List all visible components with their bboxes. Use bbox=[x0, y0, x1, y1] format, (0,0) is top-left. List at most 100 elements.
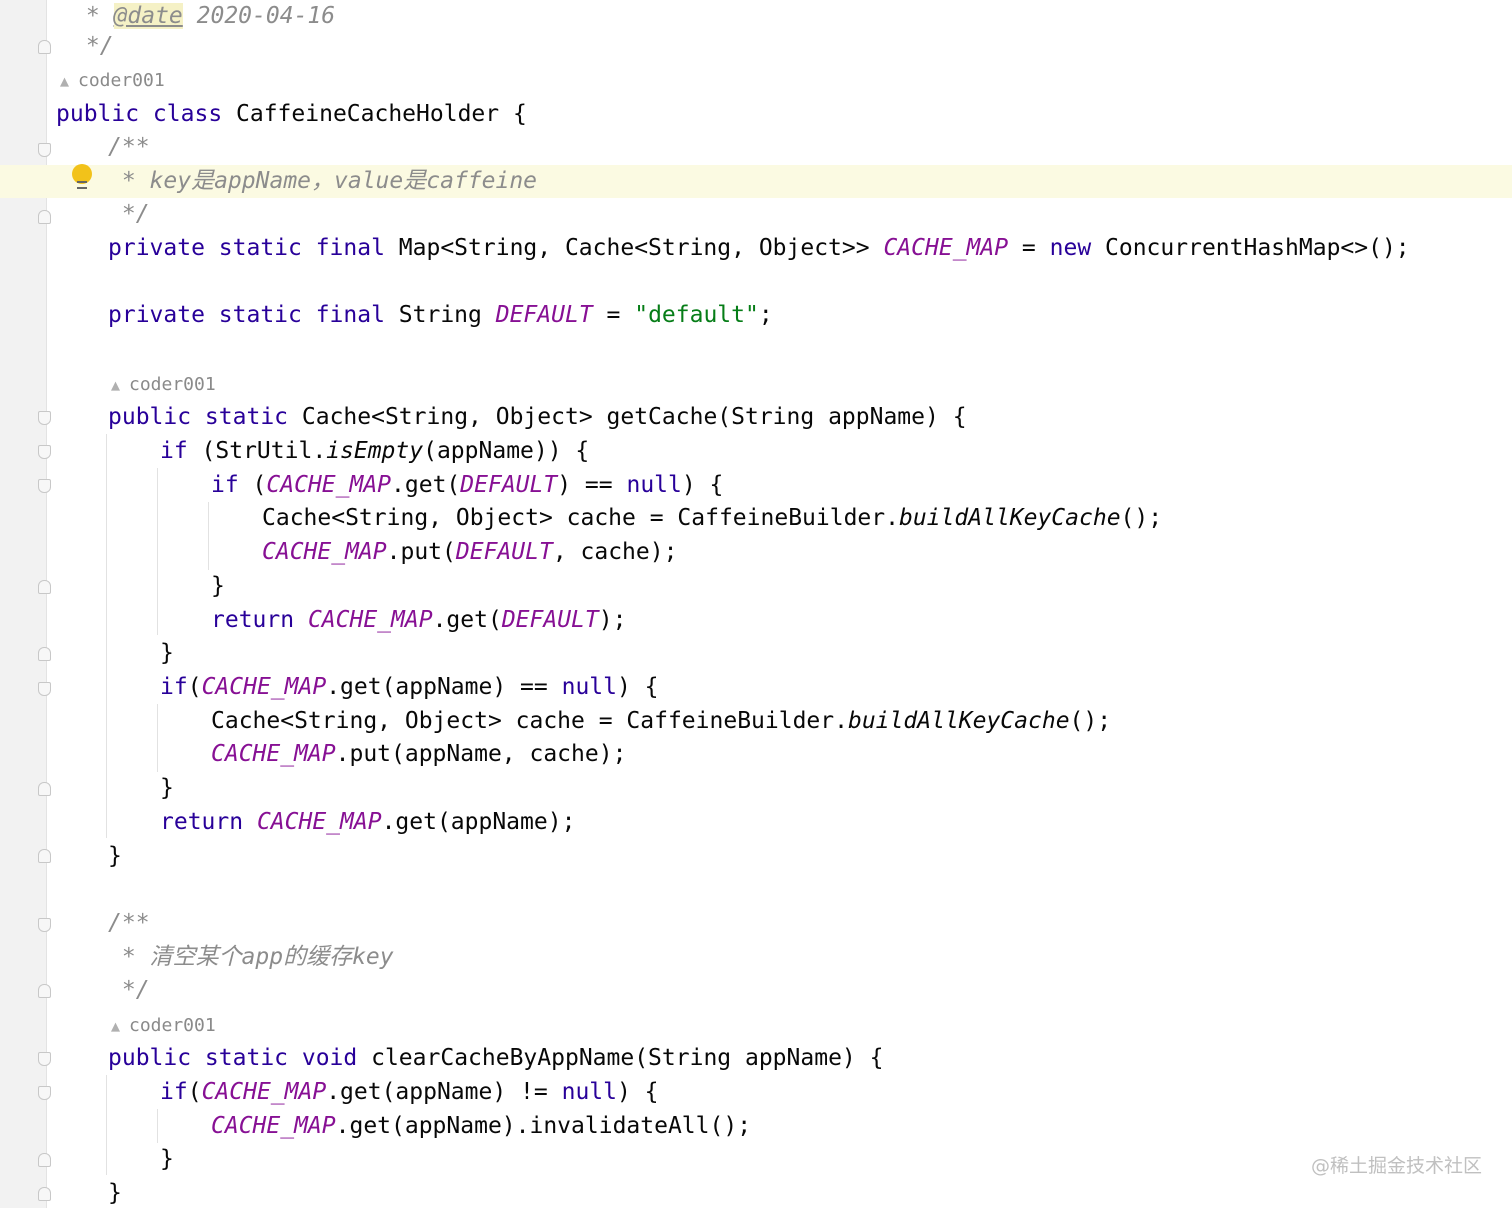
code-token: ConcurrentHashMap<>(); bbox=[1105, 235, 1410, 261]
code-token: */ bbox=[72, 33, 114, 59]
fold-collapse-icon[interactable] bbox=[38, 782, 51, 796]
fold-expand-icon[interactable] bbox=[38, 445, 51, 459]
code-token: isEmpty bbox=[326, 438, 424, 464]
code-token: null bbox=[561, 674, 617, 700]
code-token: Cache<String, Object> getCache(String ap… bbox=[301, 404, 967, 430]
code-token: buildAllKeyCache bbox=[898, 505, 1121, 531]
code-token: = bbox=[1008, 235, 1050, 261]
code-token: .get( bbox=[432, 607, 502, 633]
code-line[interactable]: public class CaffeineCacheHolder { bbox=[0, 98, 1512, 131]
code-line[interactable]: } bbox=[0, 637, 1512, 670]
fold-expand-icon[interactable] bbox=[38, 1052, 51, 1066]
fold-expand-icon[interactable] bbox=[38, 682, 51, 696]
code-token: 2020-04-16 bbox=[182, 3, 336, 29]
code-line[interactable]: CACHE_MAP.put(DEFAULT, cache); bbox=[0, 536, 1512, 569]
code-line[interactable]: private static final String DEFAULT = "d… bbox=[0, 299, 1512, 332]
code-line[interactable] bbox=[0, 366, 1512, 399]
code-line[interactable]: */ bbox=[0, 198, 1512, 231]
code-line[interactable]: * 清空某个app的缓存key bbox=[0, 941, 1512, 974]
code-token: if bbox=[160, 438, 202, 464]
fold-collapse-icon[interactable] bbox=[38, 40, 51, 54]
fold-collapse-icon[interactable] bbox=[38, 580, 51, 594]
code-token: null bbox=[561, 1079, 617, 1105]
editor-gutter bbox=[0, 0, 47, 1208]
author-inlay-hint[interactable]: ▲coder001 bbox=[111, 368, 216, 402]
code-line[interactable] bbox=[0, 873, 1512, 906]
code-line[interactable]: } bbox=[0, 1177, 1512, 1210]
code-line[interactable]: /** bbox=[0, 131, 1512, 164]
code-line[interactable] bbox=[0, 1008, 1512, 1041]
code-token: public static void bbox=[108, 1045, 372, 1071]
fold-collapse-icon[interactable] bbox=[38, 647, 51, 661]
fold-expand-icon[interactable] bbox=[38, 918, 51, 932]
code-token: private static final bbox=[108, 302, 399, 328]
code-token: Cache<String, Object> cache = CaffeineBu… bbox=[211, 708, 848, 734]
code-line[interactable]: public static void clearCacheByAppName(S… bbox=[0, 1042, 1512, 1075]
code-line[interactable]: } bbox=[0, 840, 1512, 873]
code-line[interactable]: CACHE_MAP.get(appName).invalidateAll(); bbox=[0, 1110, 1512, 1143]
code-token: private static final bbox=[108, 235, 399, 261]
code-line[interactable]: if(CACHE_MAP.get(appName) == null) { bbox=[0, 671, 1512, 704]
author-name: coder001 bbox=[78, 70, 165, 91]
fold-collapse-icon[interactable] bbox=[38, 849, 51, 863]
fold-expand-icon[interactable] bbox=[38, 1086, 51, 1100]
code-token: CACHE_MAP bbox=[211, 741, 336, 767]
indent-guide bbox=[208, 502, 209, 570]
code-token: null bbox=[626, 472, 682, 498]
indent-guide bbox=[157, 1109, 158, 1143]
code-token: (StrUtil. bbox=[201, 438, 327, 464]
fold-expand-icon[interactable] bbox=[38, 411, 51, 425]
code-token: @date bbox=[113, 3, 183, 29]
code-line[interactable]: CACHE_MAP.put(appName, cache); bbox=[0, 738, 1512, 771]
code-line[interactable]: Cache<String, Object> cache = CaffeineBu… bbox=[0, 705, 1512, 738]
fold-collapse-icon[interactable] bbox=[38, 984, 51, 998]
lightbulb-icon[interactable] bbox=[72, 164, 92, 190]
code-line[interactable] bbox=[0, 265, 1512, 298]
fold-collapse-icon[interactable] bbox=[38, 210, 51, 224]
code-token: "default" bbox=[634, 302, 759, 328]
fold-collapse-icon[interactable] bbox=[38, 1187, 51, 1201]
code-line[interactable]: } bbox=[0, 570, 1512, 603]
code-line[interactable]: private static final Map<String, Cache<S… bbox=[0, 232, 1512, 265]
code-token: (); bbox=[1069, 708, 1112, 734]
code-token: CACHE_MAP bbox=[883, 235, 1009, 261]
code-token: if bbox=[160, 674, 188, 700]
code-line[interactable] bbox=[0, 333, 1512, 366]
author-inlay-hint[interactable]: ▲coder001 bbox=[60, 64, 165, 98]
code-token: CACHE_MAP bbox=[201, 1079, 327, 1105]
code-token: ); bbox=[598, 607, 627, 633]
code-token: /** bbox=[108, 134, 150, 160]
code-token: } bbox=[160, 640, 174, 666]
fold-expand-icon[interactable] bbox=[38, 143, 51, 157]
code-line[interactable]: } bbox=[0, 1143, 1512, 1176]
code-line[interactable]: return CACHE_MAP.get(DEFAULT); bbox=[0, 604, 1512, 637]
code-line[interactable]: */ bbox=[0, 30, 1512, 63]
indent-guide bbox=[157, 468, 158, 635]
author-inlay-hint[interactable]: ▲coder001 bbox=[111, 1009, 216, 1043]
code-line[interactable]: if (CACHE_MAP.get(DEFAULT) == null) { bbox=[0, 469, 1512, 502]
code-token: * 清空某个app的缓存key bbox=[108, 944, 394, 970]
code-line[interactable]: } bbox=[0, 772, 1512, 805]
code-token: } bbox=[160, 775, 174, 801]
code-token: CACHE_MAP bbox=[201, 674, 327, 700]
code-line[interactable]: Cache<String, Object> cache = CaffeineBu… bbox=[0, 502, 1512, 535]
code-line[interactable]: public static Cache<String, Object> getC… bbox=[0, 401, 1512, 434]
code-line[interactable]: /** bbox=[0, 907, 1512, 940]
code-line[interactable]: if(CACHE_MAP.get(appName) != null) { bbox=[0, 1076, 1512, 1109]
fold-expand-icon[interactable] bbox=[38, 479, 51, 493]
code-token: /** bbox=[108, 910, 150, 936]
code-line[interactable]: return CACHE_MAP.get(appName); bbox=[0, 806, 1512, 839]
watermark: @稀土掘金技术社区 bbox=[1310, 1155, 1482, 1177]
code-line[interactable]: if (StrUtil.isEmpty(appName)) { bbox=[0, 435, 1512, 468]
code-line[interactable]: * key是appName，value是caffeine bbox=[0, 165, 1512, 198]
code-token: , cache); bbox=[552, 539, 678, 565]
code-line[interactable]: * @date 2020-04-16 bbox=[0, 0, 1512, 33]
person-icon: ▲ bbox=[111, 1017, 121, 1035]
code-token: public static bbox=[108, 404, 302, 430]
code-token: if bbox=[160, 1079, 188, 1105]
fold-collapse-icon[interactable] bbox=[38, 1153, 51, 1167]
code-token: } bbox=[108, 1180, 122, 1206]
code-line[interactable]: */ bbox=[0, 974, 1512, 1007]
code-token: public class bbox=[56, 101, 237, 127]
